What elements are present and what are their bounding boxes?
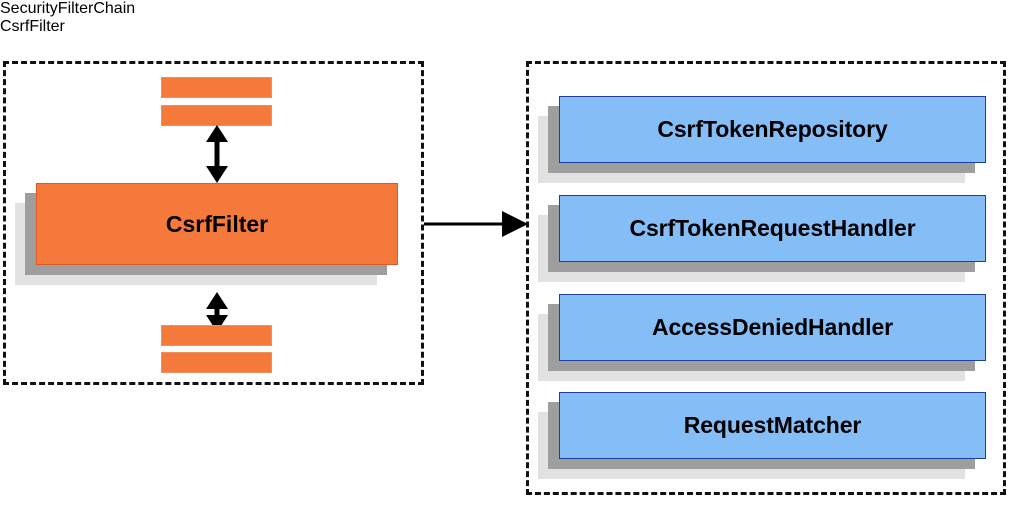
filter-placeholder-bar-bottom-1 bbox=[161, 325, 272, 346]
box-csrftokenrequesthandler-label: CsrfTokenRequestHandler bbox=[559, 195, 986, 262]
connector-chain-to-csrffilter bbox=[424, 211, 528, 237]
filter-placeholder-bar-top-1 bbox=[161, 77, 272, 98]
box-requestmatcher[interactable]: RequestMatcher bbox=[538, 392, 986, 479]
arrow-head-up-icon bbox=[205, 292, 228, 309]
arrow-shaft bbox=[214, 306, 219, 318]
box-csrffilter[interactable]: CsrfFilter bbox=[15, 183, 398, 285]
arrow-head-down-icon bbox=[205, 166, 228, 183]
panel-security-filter-chain bbox=[3, 61, 424, 385]
arrow-head-right-icon bbox=[502, 211, 528, 237]
box-accessdeniedhandler-label: AccessDeniedHandler bbox=[559, 294, 986, 361]
box-csrftokenrepository-label: CsrfTokenRepository bbox=[559, 96, 986, 163]
arrow-head-up-icon bbox=[205, 125, 228, 142]
panel-title-csrf-filter: CsrfFilter bbox=[0, 18, 65, 35]
box-requestmatcher-label: RequestMatcher bbox=[559, 392, 986, 459]
filter-placeholder-bar-bottom-2 bbox=[161, 352, 272, 373]
box-csrffilter-label: CsrfFilter bbox=[36, 183, 398, 265]
panel-csrf-filter bbox=[526, 61, 1006, 495]
box-csrftokenrepository[interactable]: CsrfTokenRepository bbox=[538, 96, 986, 183]
connector-csrffilter-to-previous-filter bbox=[205, 125, 228, 183]
arrow-shaft bbox=[424, 222, 506, 226]
panel-title-security-filter-chain: SecurityFilterChain bbox=[0, 0, 136, 17]
arrow-shaft bbox=[214, 139, 219, 169]
filter-placeholder-bar-top-2 bbox=[161, 105, 272, 126]
box-csrftokenrequesthandler[interactable]: CsrfTokenRequestHandler bbox=[538, 195, 986, 282]
box-accessdeniedhandler[interactable]: AccessDeniedHandler bbox=[538, 294, 986, 381]
